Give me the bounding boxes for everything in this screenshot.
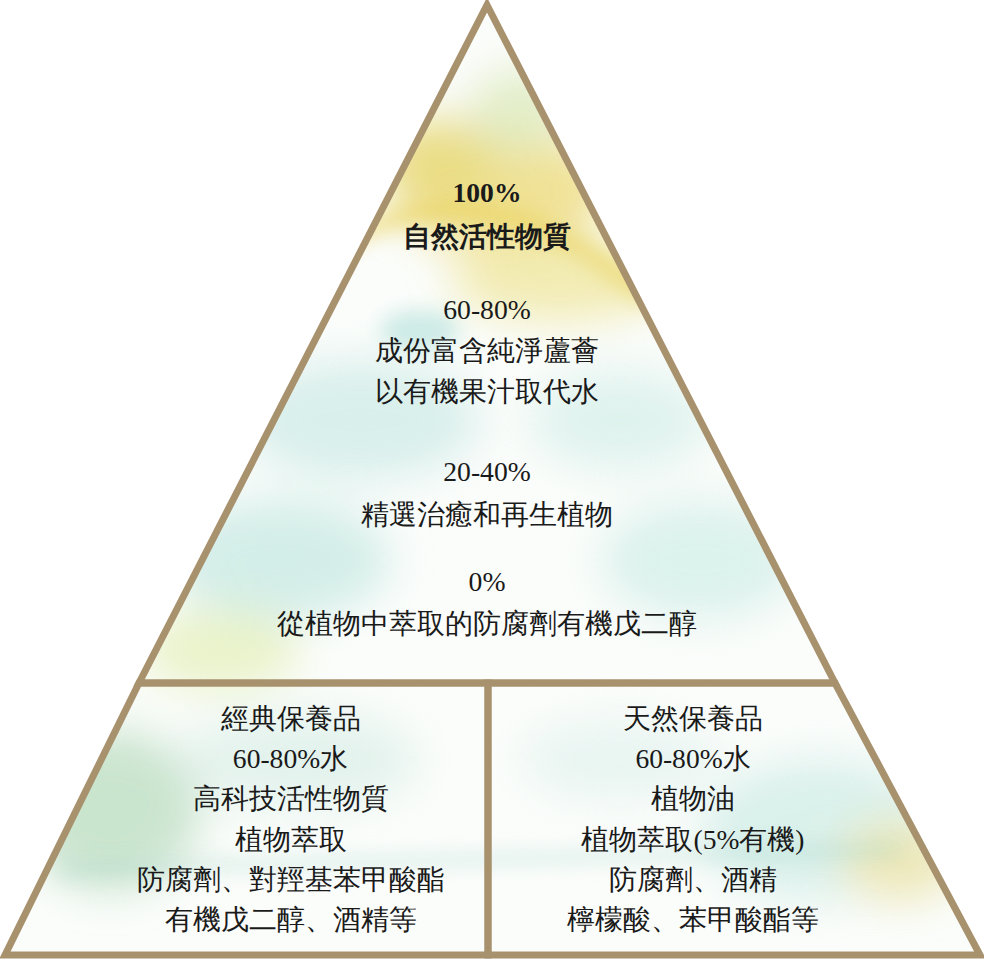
- text-line: 自然活性物質: [287, 215, 687, 259]
- text-line: 60-80%: [237, 289, 737, 330]
- text-line: 100%: [287, 171, 687, 215]
- text-line: 植物萃取: [93, 820, 488, 860]
- text-line: 植物萃取(5%有機): [498, 820, 888, 860]
- section-border: [139, 5, 835, 683]
- text-line: 20-40%: [237, 450, 737, 493]
- text-line: 有機戊二醇、酒精等: [93, 900, 488, 940]
- text-line: 高科技活性物質: [93, 779, 488, 819]
- text-line: 60-80%水: [498, 739, 888, 779]
- text-line: 防腐劑、酒精: [498, 860, 888, 900]
- text-line: 以有機果汁取代水: [237, 371, 737, 412]
- text-line: 經典保養品: [93, 699, 488, 739]
- pyramid-text: 天然保養品 60-80%水 植物油 植物萃取(5%有機) 防腐劑、酒精 檸檬酸、…: [498, 699, 888, 940]
- pyramid-text: 60-80% 成份富含純淨蘆薈 以有機果汁取代水: [237, 289, 737, 412]
- section-border: [488, 683, 980, 955]
- text-line: 從植物中萃取的防腐劑有機戊二醇: [187, 603, 787, 645]
- section-border: [5, 683, 488, 955]
- text-line: 60-80%水: [93, 739, 488, 779]
- text-line: 檸檬酸、苯甲酸酯等: [498, 900, 888, 940]
- text-line: 防腐劑、對羥基苯甲酸酯: [93, 860, 488, 900]
- text-line: 0%: [187, 561, 787, 603]
- pyramid-section: 經典保養品 60-80%水 高科技活性物質 植物萃取 防腐劑、對羥基苯甲酸酯 有…: [5, 683, 488, 955]
- pyramid-text: 經典保養品 60-80%水 高科技活性物質 植物萃取 防腐劑、對羥基苯甲酸酯 有…: [93, 699, 488, 940]
- pyramid-text: 20-40% 精選治癒和再生植物: [237, 450, 737, 536]
- pyramid-text: 100% 自然活性物質: [287, 171, 687, 259]
- text-line: 植物油: [498, 779, 888, 819]
- pyramid-text: 0% 從植物中萃取的防腐劑有機戊二醇: [187, 561, 787, 645]
- pyramid-section: 天然保養品 60-80%水 植物油 植物萃取(5%有機) 防腐劑、酒精 檸檬酸、…: [488, 683, 980, 955]
- text-line: 精選治癒和再生植物: [237, 493, 737, 536]
- pyramid-section: 100% 自然活性物質 60-80% 成份富含純淨蘆薈 以有機果汁取代水 20-40…: [139, 5, 835, 683]
- text-line: 成份富含純淨蘆薈: [237, 330, 737, 371]
- text-line: 天然保養品: [498, 699, 888, 739]
